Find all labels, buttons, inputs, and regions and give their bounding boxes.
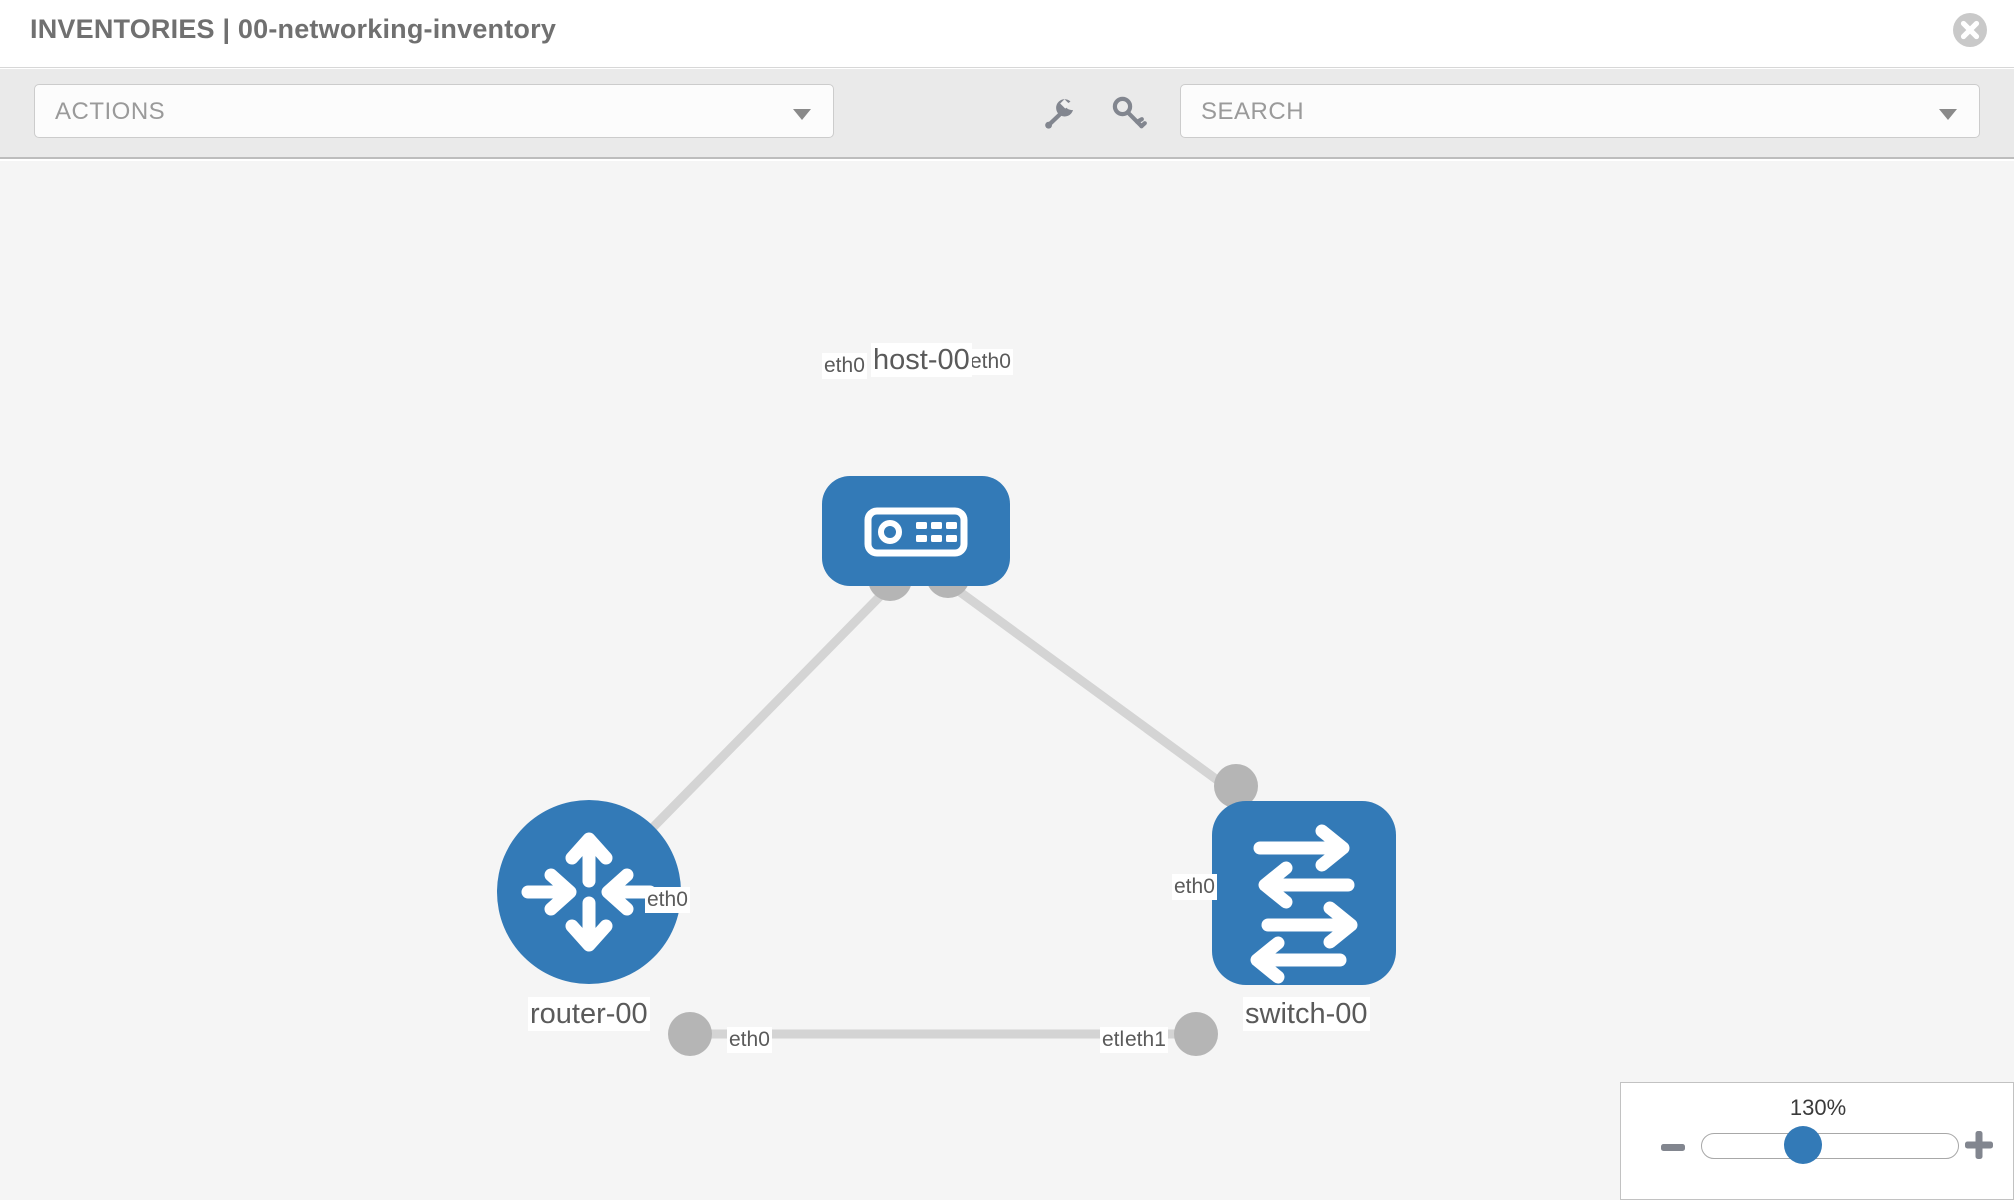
link-host-router xyxy=(615,576,900,866)
node-switch-00[interactable] xyxy=(1212,801,1396,985)
iface-label: etl xyxy=(1100,1027,1127,1053)
close-icon[interactable] xyxy=(1952,12,1988,48)
link-host-switch xyxy=(940,576,1240,798)
topology-endpoints xyxy=(668,554,1258,1056)
zoom-control-panel: 130% xyxy=(1620,1082,2014,1200)
actions-dropdown-label: ACTIONS xyxy=(55,98,166,125)
minus-icon[interactable] xyxy=(1659,1133,1687,1161)
topology-links xyxy=(615,576,1240,1039)
topology-graph xyxy=(497,476,1396,1056)
wrench-icon[interactable] xyxy=(1040,93,1080,133)
iface-label: eth0 xyxy=(968,349,1013,375)
node-label-host-00: host-00 xyxy=(871,343,972,377)
search-placeholder: SEARCH xyxy=(1201,98,1305,125)
plus-icon[interactable] xyxy=(1963,1129,1995,1161)
endpoint-router-right xyxy=(668,1012,712,1056)
endpoint-switch-left xyxy=(1174,1012,1218,1056)
iface-label: eth0 xyxy=(727,1027,772,1053)
iface-label: eth0 xyxy=(822,353,867,379)
node-label-router-00: router-00 xyxy=(528,997,650,1031)
node-host-00[interactable] xyxy=(822,476,1010,586)
chevron-down-icon xyxy=(793,109,811,120)
topology-canvas[interactable]: eth0 eth0 eth0 eth0 eth0 etl eth1 host-0… xyxy=(0,161,2014,1200)
page-header: INVENTORIES | 00-networking-inventory xyxy=(0,0,2014,68)
search-input[interactable]: SEARCH xyxy=(1180,84,1980,138)
zoom-slider-track[interactable] xyxy=(1701,1133,1959,1159)
iface-label: eth0 xyxy=(645,887,690,913)
iface-label: eth0 xyxy=(1172,874,1217,900)
node-router-00[interactable] xyxy=(497,800,681,984)
chevron-down-icon[interactable] xyxy=(1939,109,1957,120)
zoom-percent-label: 130% xyxy=(1789,1095,1847,1120)
node-label-switch-00: switch-00 xyxy=(1243,997,1370,1031)
page-title: INVENTORIES | 00-networking-inventory xyxy=(30,14,557,44)
key-icon[interactable] xyxy=(1108,93,1148,133)
endpoint-switch-top xyxy=(1214,764,1258,808)
actions-dropdown[interactable]: ACTIONS xyxy=(34,84,834,138)
zoom-slider-thumb[interactable] xyxy=(1784,1126,1822,1164)
iface-label: eth1 xyxy=(1123,1027,1168,1053)
